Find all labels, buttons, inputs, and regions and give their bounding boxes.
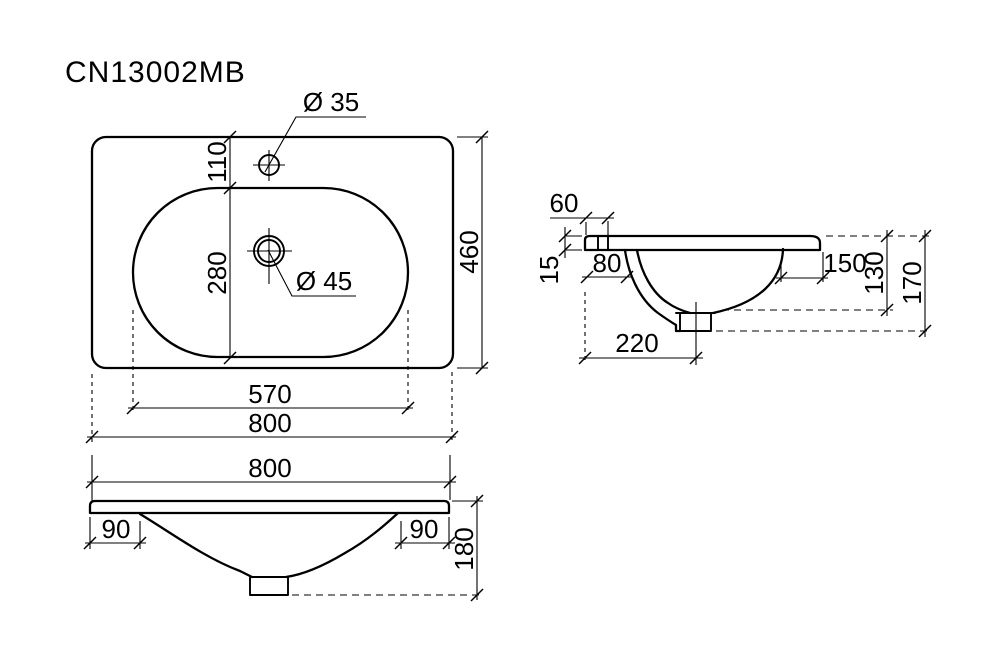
rim-section [583, 234, 822, 252]
dim-basin-width: 570 [248, 379, 291, 409]
drain-outlet-front [249, 576, 289, 596]
dim-right-margin: 90 [410, 514, 439, 544]
side-view-dimensions: 60 15 80 220 150 130 170 [534, 188, 932, 365]
leader-faucet-diameter [264, 116, 366, 173]
bowl-inner-front-profile [711, 247, 785, 315]
front-view-dimensions: 800 90 90 180 [83, 453, 484, 602]
dim-rim-thickness: 15 [534, 256, 564, 285]
side-view-outline [583, 234, 822, 333]
dim-line-60 [550, 217, 614, 236]
model-number-title: CN13002MB [65, 56, 246, 89]
ext-lines-depth [716, 235, 931, 332]
dim-back-to-bowl: 80 [593, 248, 622, 278]
dim-left-margin: 90 [102, 514, 131, 544]
rim-front [88, 499, 451, 515]
dimension-ticks [85, 130, 489, 444]
faucet-hole-section [597, 235, 609, 251]
countertop-outline [90, 135, 455, 370]
dim-overall-height: 460 [454, 230, 484, 273]
bowl-outer-profile [623, 248, 682, 333]
front-view-outline [88, 499, 451, 596]
dim-overall-width-front: 800 [248, 453, 291, 483]
bowl-inner-back-profile [635, 248, 692, 315]
top-view-outline [90, 135, 455, 370]
dim-line-15 [564, 227, 582, 258]
ext-lines-800-top [91, 372, 453, 443]
dim-faucet-offset: 110 [202, 141, 232, 182]
dim-bowl-depth: 130 [859, 251, 889, 294]
dimension-ticks [558, 211, 932, 365]
front-view: 800 90 90 180 [83, 453, 484, 602]
dim-basin-height: 280 [202, 251, 232, 294]
dim-bowl-to-front: 150 [823, 248, 866, 278]
dimension-ticks [83, 475, 484, 602]
top-view-dimensions: 110 280 460 570 800 Ø 35 Ø 45 [85, 87, 489, 444]
leader-drain-diameter [267, 249, 356, 297]
dim-drain-diameter: Ø 45 [296, 266, 352, 296]
dim-overall-width-top: 800 [248, 408, 291, 438]
dim-line-800-front [87, 455, 456, 501]
ext-lines-570 [132, 310, 409, 414]
dim-drain-from-back: 220 [615, 328, 658, 358]
bowl-front-left [138, 512, 254, 579]
dim-total-depth: 170 [897, 261, 927, 304]
centerline-marks [247, 150, 292, 284]
dim-faucet-hole-diameter: Ø 35 [303, 87, 359, 117]
top-view: 110 280 460 570 800 Ø 35 Ø 45 [85, 87, 489, 444]
bowl-front-right [284, 511, 400, 579]
side-view: 60 15 80 220 150 130 170 [534, 188, 932, 365]
basin-outline [131, 186, 410, 359]
dim-line-150 [776, 252, 828, 282]
dim-lines-90 [85, 517, 455, 549]
dim-faucet-from-back: 60 [550, 188, 579, 218]
dim-total-height: 180 [449, 527, 479, 570]
